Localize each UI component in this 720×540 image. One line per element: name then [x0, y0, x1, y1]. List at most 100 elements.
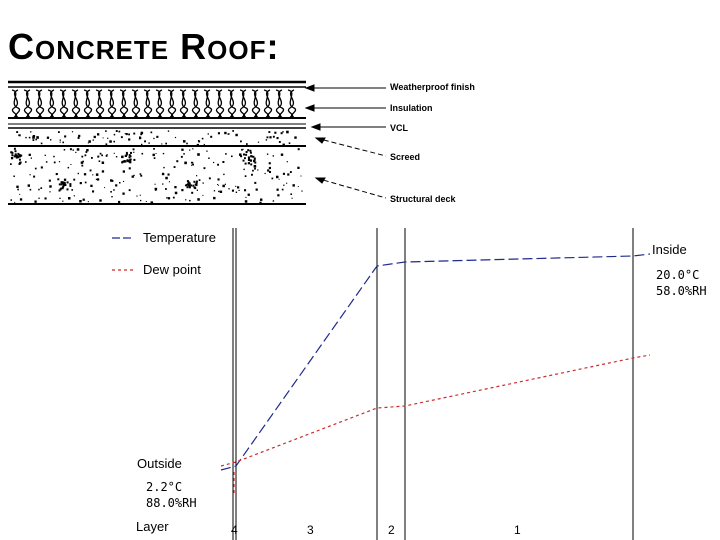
speckle — [291, 197, 293, 199]
aggregate-cluster — [125, 153, 128, 156]
leader-screed — [315, 137, 387, 157]
aggregate-cluster — [186, 186, 189, 189]
speckle — [150, 131, 153, 134]
speckle — [289, 171, 292, 173]
speckle — [240, 140, 242, 143]
aggregate-cluster — [243, 153, 245, 156]
aggregate-cluster — [250, 159, 253, 162]
speckle — [225, 153, 227, 155]
insulation-loop — [107, 89, 115, 118]
speckle — [84, 154, 87, 157]
label-weatherproof: Weatherproof finish — [390, 82, 475, 92]
aggregate-cluster — [58, 183, 61, 186]
insulation-loop — [47, 89, 57, 118]
speckle — [274, 131, 277, 134]
speckle — [288, 142, 291, 144]
label-screed: Screed — [390, 152, 421, 162]
speckle — [259, 201, 262, 204]
speckle — [78, 134, 81, 137]
aggregate-cluster — [247, 159, 250, 161]
speckle — [235, 191, 238, 193]
aggregate-cluster — [185, 184, 188, 187]
legend-dew-point-label: Dew point — [143, 262, 201, 277]
speckle — [113, 140, 115, 143]
speckle — [186, 142, 188, 145]
speckle — [58, 131, 60, 133]
speckle — [132, 148, 135, 151]
speckle — [280, 132, 283, 135]
speckle — [59, 197, 61, 199]
aggregate-cluster — [11, 154, 14, 157]
speckle — [173, 166, 176, 168]
aggregate-cluster — [254, 161, 257, 164]
speckle — [271, 177, 274, 180]
speckle — [10, 199, 12, 201]
speckle — [227, 133, 229, 135]
speckle — [257, 141, 260, 143]
speckle — [40, 187, 43, 189]
speckle — [153, 148, 155, 150]
aggregate-cluster — [13, 147, 16, 150]
speckle — [272, 135, 275, 138]
insulation-loop — [35, 89, 45, 118]
speckle — [62, 200, 64, 202]
insulation-loop — [179, 89, 187, 118]
speckle — [268, 131, 271, 133]
speckle — [86, 149, 89, 152]
speckle — [140, 131, 144, 135]
speckle — [156, 135, 159, 138]
insulation-loop — [11, 89, 21, 118]
speckle — [297, 166, 300, 169]
speckle — [115, 130, 118, 132]
speckle — [235, 185, 237, 187]
speckle — [13, 175, 15, 177]
speckle — [139, 194, 141, 196]
speckle — [141, 152, 144, 155]
speckle — [242, 148, 244, 150]
speckle — [77, 136, 80, 139]
speckle — [180, 155, 183, 158]
speckle — [239, 153, 242, 156]
inside-temp: 20.0°C — [656, 268, 700, 282]
insulation-loop — [119, 89, 127, 118]
speckle — [202, 182, 204, 184]
speckle — [218, 190, 220, 193]
speckle — [260, 198, 263, 201]
aggregate-cluster — [245, 151, 248, 153]
speckle — [34, 200, 37, 203]
speckle — [122, 170, 125, 173]
aggregate-cluster — [20, 154, 23, 157]
speckle — [153, 157, 156, 159]
speckle — [254, 181, 257, 184]
speckle — [246, 143, 248, 145]
insulation-loop — [263, 89, 273, 118]
speckle — [231, 155, 233, 158]
speckle — [238, 189, 240, 191]
speckle — [107, 137, 109, 139]
speckle — [154, 183, 156, 185]
insulation-loop — [239, 89, 247, 118]
insulation-loop — [215, 89, 225, 118]
speckle — [213, 190, 216, 192]
speckle — [10, 157, 14, 160]
aggregate-cluster — [253, 160, 255, 163]
speckle — [105, 130, 107, 132]
speckle — [290, 193, 292, 195]
speckle — [55, 173, 58, 176]
speckle — [97, 155, 100, 158]
aggregate-cluster — [245, 153, 248, 156]
speckle — [192, 148, 194, 150]
speckle — [105, 155, 108, 157]
speckle — [93, 135, 96, 139]
speckle — [184, 161, 187, 165]
speckle — [28, 136, 31, 139]
speckle — [82, 198, 85, 201]
aggregate-cluster — [18, 154, 21, 157]
aggregate-cluster — [191, 191, 194, 194]
speckle — [79, 200, 82, 203]
speckle — [106, 154, 108, 156]
speckle — [278, 141, 281, 143]
aggregate-cluster — [253, 157, 256, 160]
aggregate-cluster — [60, 183, 63, 186]
